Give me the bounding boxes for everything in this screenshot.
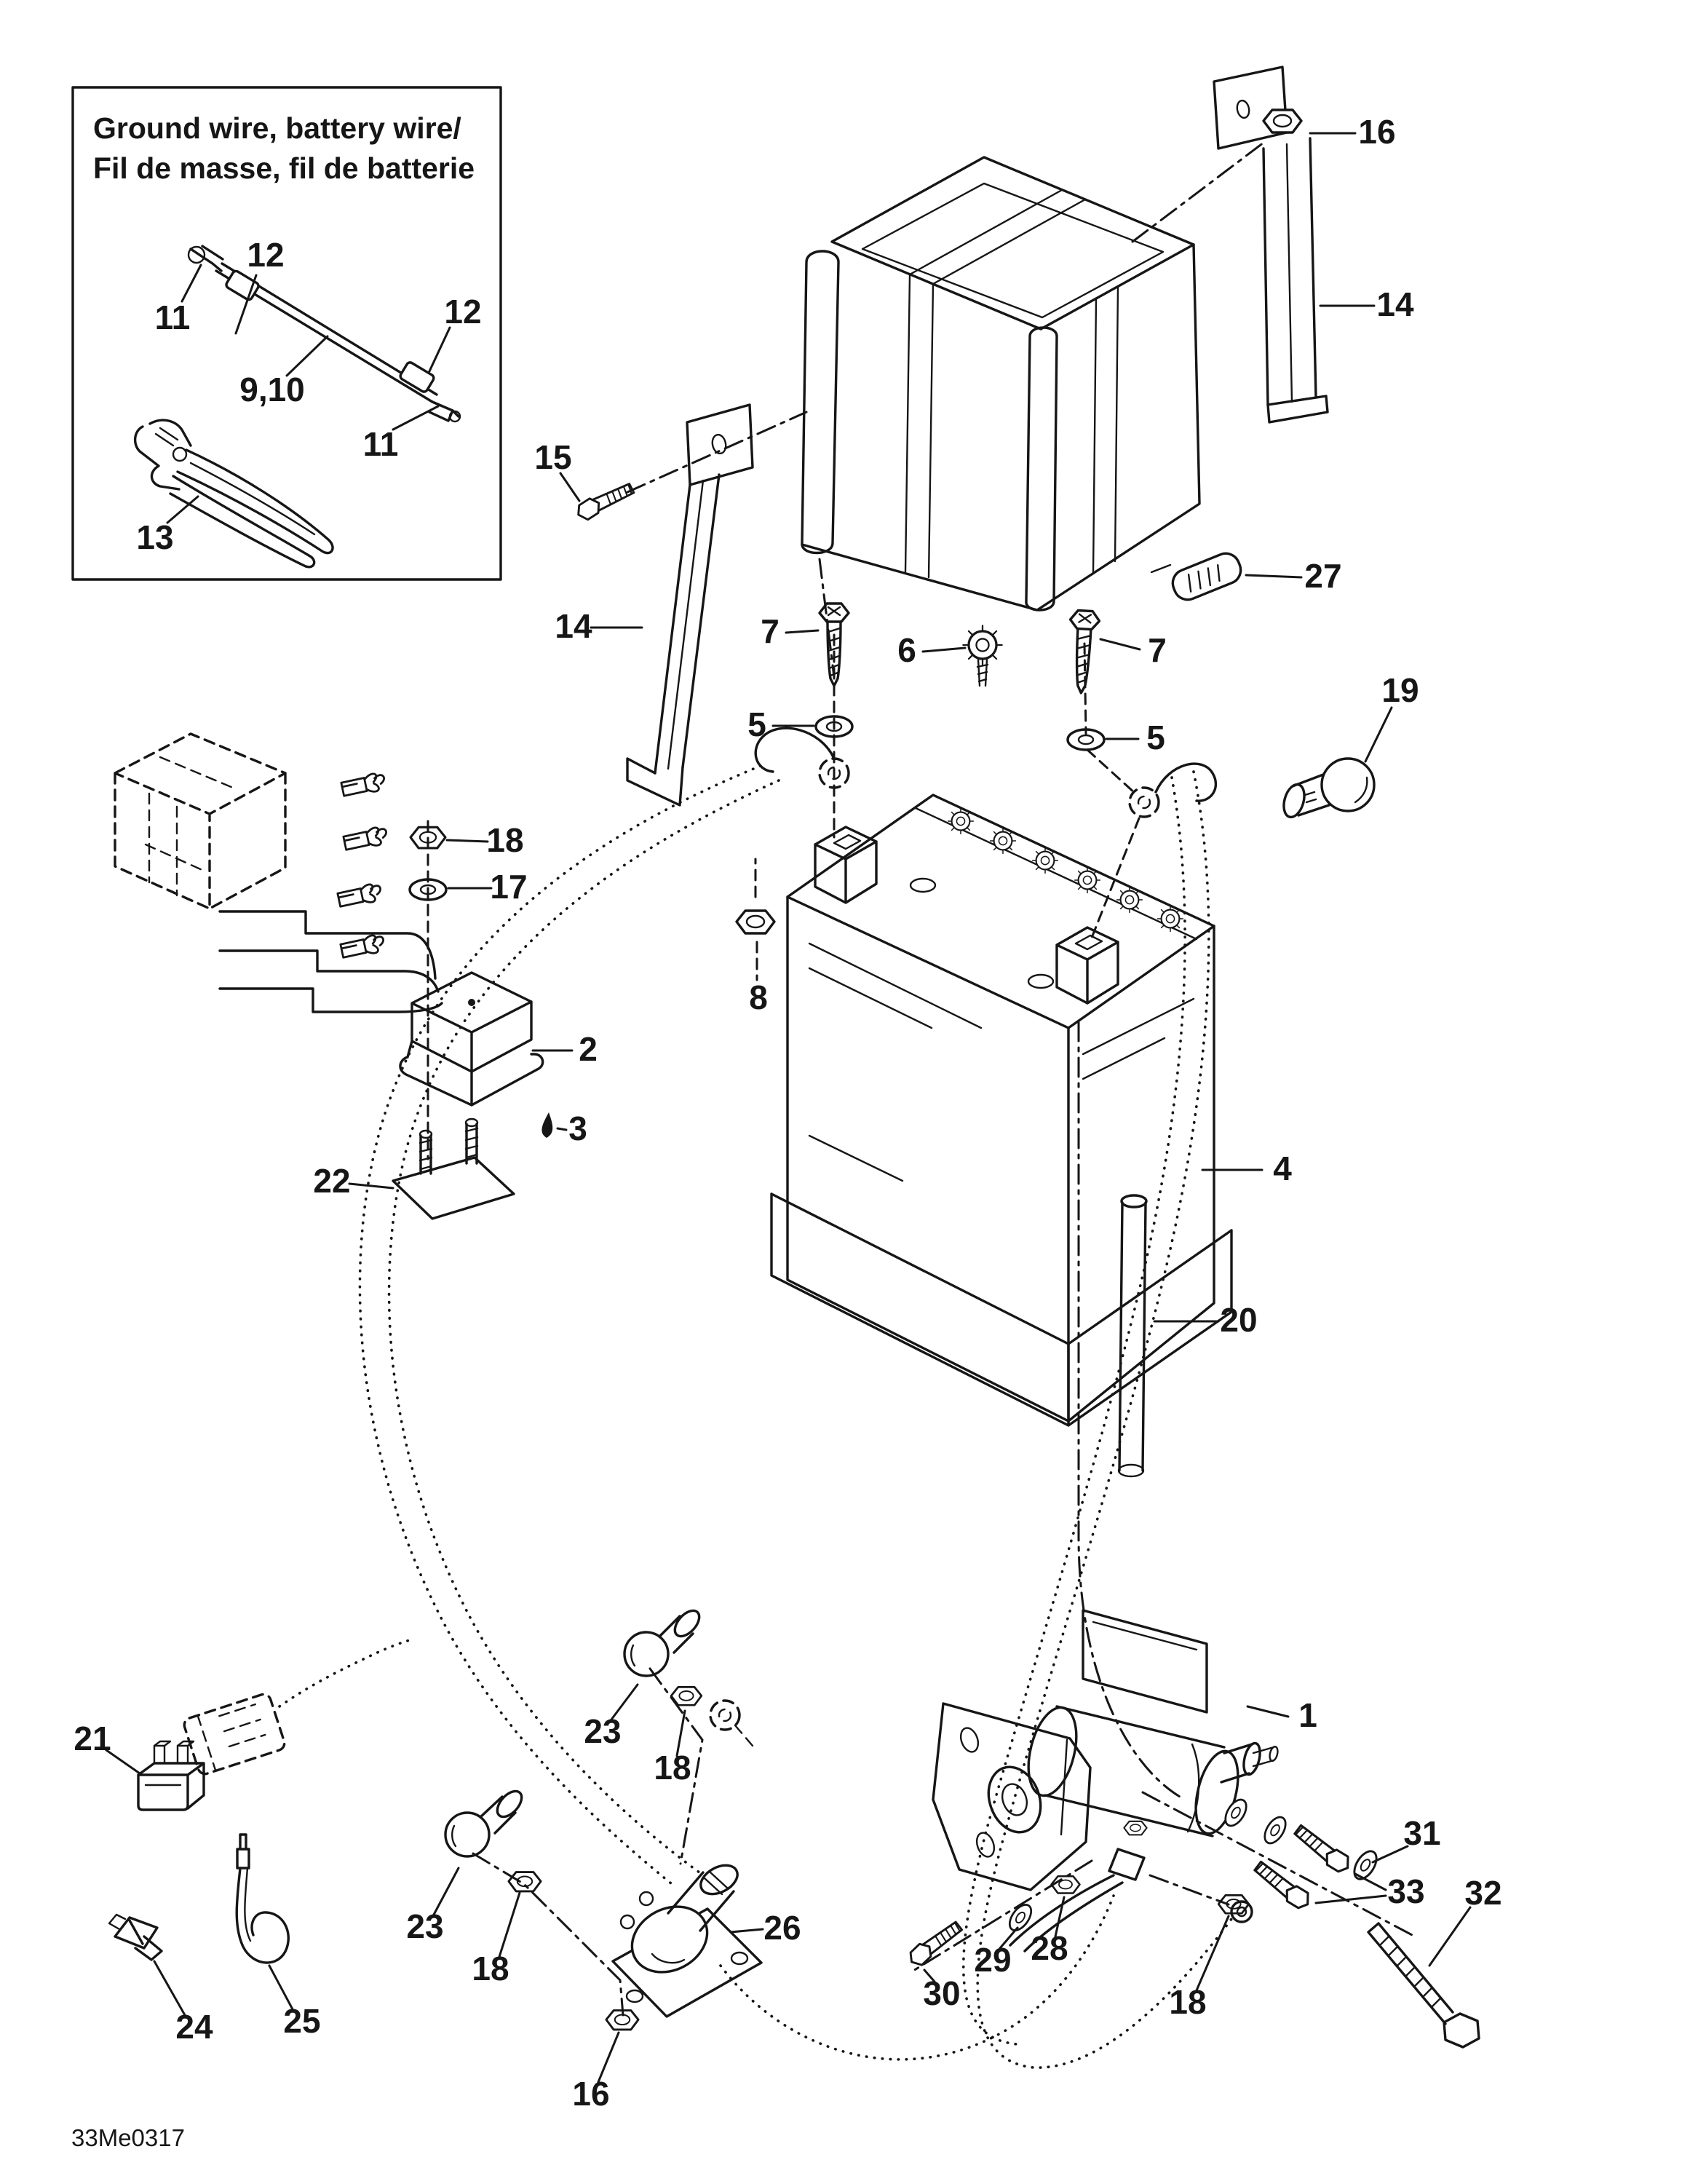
callout-5-left: 5 (747, 705, 766, 743)
flange-nut-16 (1262, 108, 1303, 134)
screw-7-right (1065, 609, 1101, 695)
relay-2 (399, 971, 544, 1107)
ring-terminal-solenoid (709, 1699, 754, 1747)
solenoid-26 (611, 1864, 763, 2018)
callout-3: 3 (568, 1109, 587, 1147)
vent-plug-6 (961, 624, 1004, 687)
crimping-tool (134, 419, 334, 569)
ring-terminal-right (1128, 762, 1218, 818)
relay-wires (218, 910, 443, 1013)
callout-11-inset-right: 11 (363, 425, 399, 463)
battery-support-box (801, 156, 1242, 612)
callout-11-inset-left: 11 (155, 298, 191, 336)
inset-panel: Ground wire, battery wire/ Fil de masse,… (71, 86, 502, 581)
callout-19: 19 (1381, 671, 1419, 709)
boot-23-left (444, 1789, 523, 1858)
connector-housing (114, 732, 287, 910)
callout-4: 4 (1273, 1150, 1292, 1187)
callout-9-10-inset: 9,10 (239, 371, 305, 408)
callout-12-inset-right: 12 (444, 293, 481, 331)
callout-32: 32 (1464, 1874, 1501, 1912)
callout-25: 25 (283, 2002, 320, 2040)
stud-plate-22 (392, 1117, 515, 1220)
battery (770, 794, 1233, 1427)
nut-28 (1050, 1875, 1081, 1894)
construction-axes (472, 141, 1416, 2017)
callout-6: 6 (897, 631, 916, 669)
callout-8: 8 (749, 978, 768, 1016)
fuse-clip-24 (108, 1913, 163, 1961)
nut-18-left (507, 1871, 542, 1893)
callout-18-upper: 18 (654, 1749, 691, 1787)
fuse-21 (137, 1740, 205, 1811)
leader-lines (105, 132, 1472, 2084)
callout-14-right: 14 (1376, 285, 1414, 323)
callout-16-solenoid: 16 (572, 2075, 609, 2113)
fuse-holder (183, 1638, 413, 1776)
battery-cables-routing (358, 764, 1233, 2069)
callout-33: 33 (1387, 1872, 1424, 1910)
bolt-32 (1367, 1922, 1480, 2049)
callout-29: 29 (974, 1941, 1011, 1979)
wire-terminals (336, 770, 390, 961)
battery-terminal-left (814, 826, 878, 904)
callout-23-upper: 23 (584, 1712, 621, 1750)
callout-7-right: 7 (1148, 631, 1167, 669)
callout-20: 20 (1220, 1301, 1257, 1339)
starter-motor-1 (932, 1609, 1279, 1952)
battery-terminal-right (1055, 926, 1119, 1005)
drawing-code: 33Me0317 (71, 2124, 185, 2151)
callout-31: 31 (1403, 1814, 1440, 1852)
bracket-left (626, 403, 754, 807)
callout-24: 24 (175, 2008, 213, 2046)
callout-27: 27 (1304, 557, 1341, 595)
callout-18-relay: 18 (486, 821, 523, 859)
boot-23-upper (623, 1609, 701, 1677)
vent-tube-20 (1117, 1194, 1148, 1478)
callout-1: 1 (1298, 1696, 1317, 1734)
nut-8 (735, 909, 776, 935)
callout-15: 15 (534, 438, 571, 476)
ring-terminal-starter (1230, 1900, 1253, 1923)
callout-18-left: 18 (472, 1950, 509, 1987)
callout-16: 16 (1358, 113, 1395, 151)
callout-7-left: 7 (761, 612, 779, 650)
callout-30: 30 (923, 1974, 960, 2012)
callout-13-inset: 13 (136, 518, 173, 556)
callout-labels: 12 11 9,10 12 11 13 15 16 14 27 14 7 6 7… (74, 113, 1501, 2113)
callout-5-right: 5 (1146, 719, 1165, 756)
inset-title-line1: Ground wire, battery wire/ (93, 111, 461, 145)
loctite-drop-3 (541, 1112, 553, 1138)
callout-23-left: 23 (406, 1907, 443, 1945)
callout-17: 17 (490, 868, 527, 906)
inset-title-line2: Fil de masse, fil de batterie (93, 151, 475, 185)
bolt-30 (905, 1917, 965, 1970)
mount-bolt-15 (573, 478, 637, 524)
assembly-axes-dashed (427, 633, 1140, 1160)
callout-21: 21 (74, 1720, 111, 1757)
callout-14-left: 14 (555, 607, 592, 645)
battery-cable (187, 245, 461, 423)
boot-19 (1282, 757, 1376, 819)
callout-26: 26 (763, 1909, 801, 1947)
cable-tie-25 (235, 1833, 290, 1964)
callout-28: 28 (1031, 1929, 1068, 1967)
callout-2: 2 (579, 1030, 598, 1068)
callout-12-inset-top: 12 (247, 236, 284, 274)
bracket-right (1213, 66, 1329, 424)
callout-22: 22 (313, 1162, 350, 1200)
support-foot-strap (1171, 552, 1242, 601)
callout-18-starter: 18 (1169, 1983, 1206, 2021)
